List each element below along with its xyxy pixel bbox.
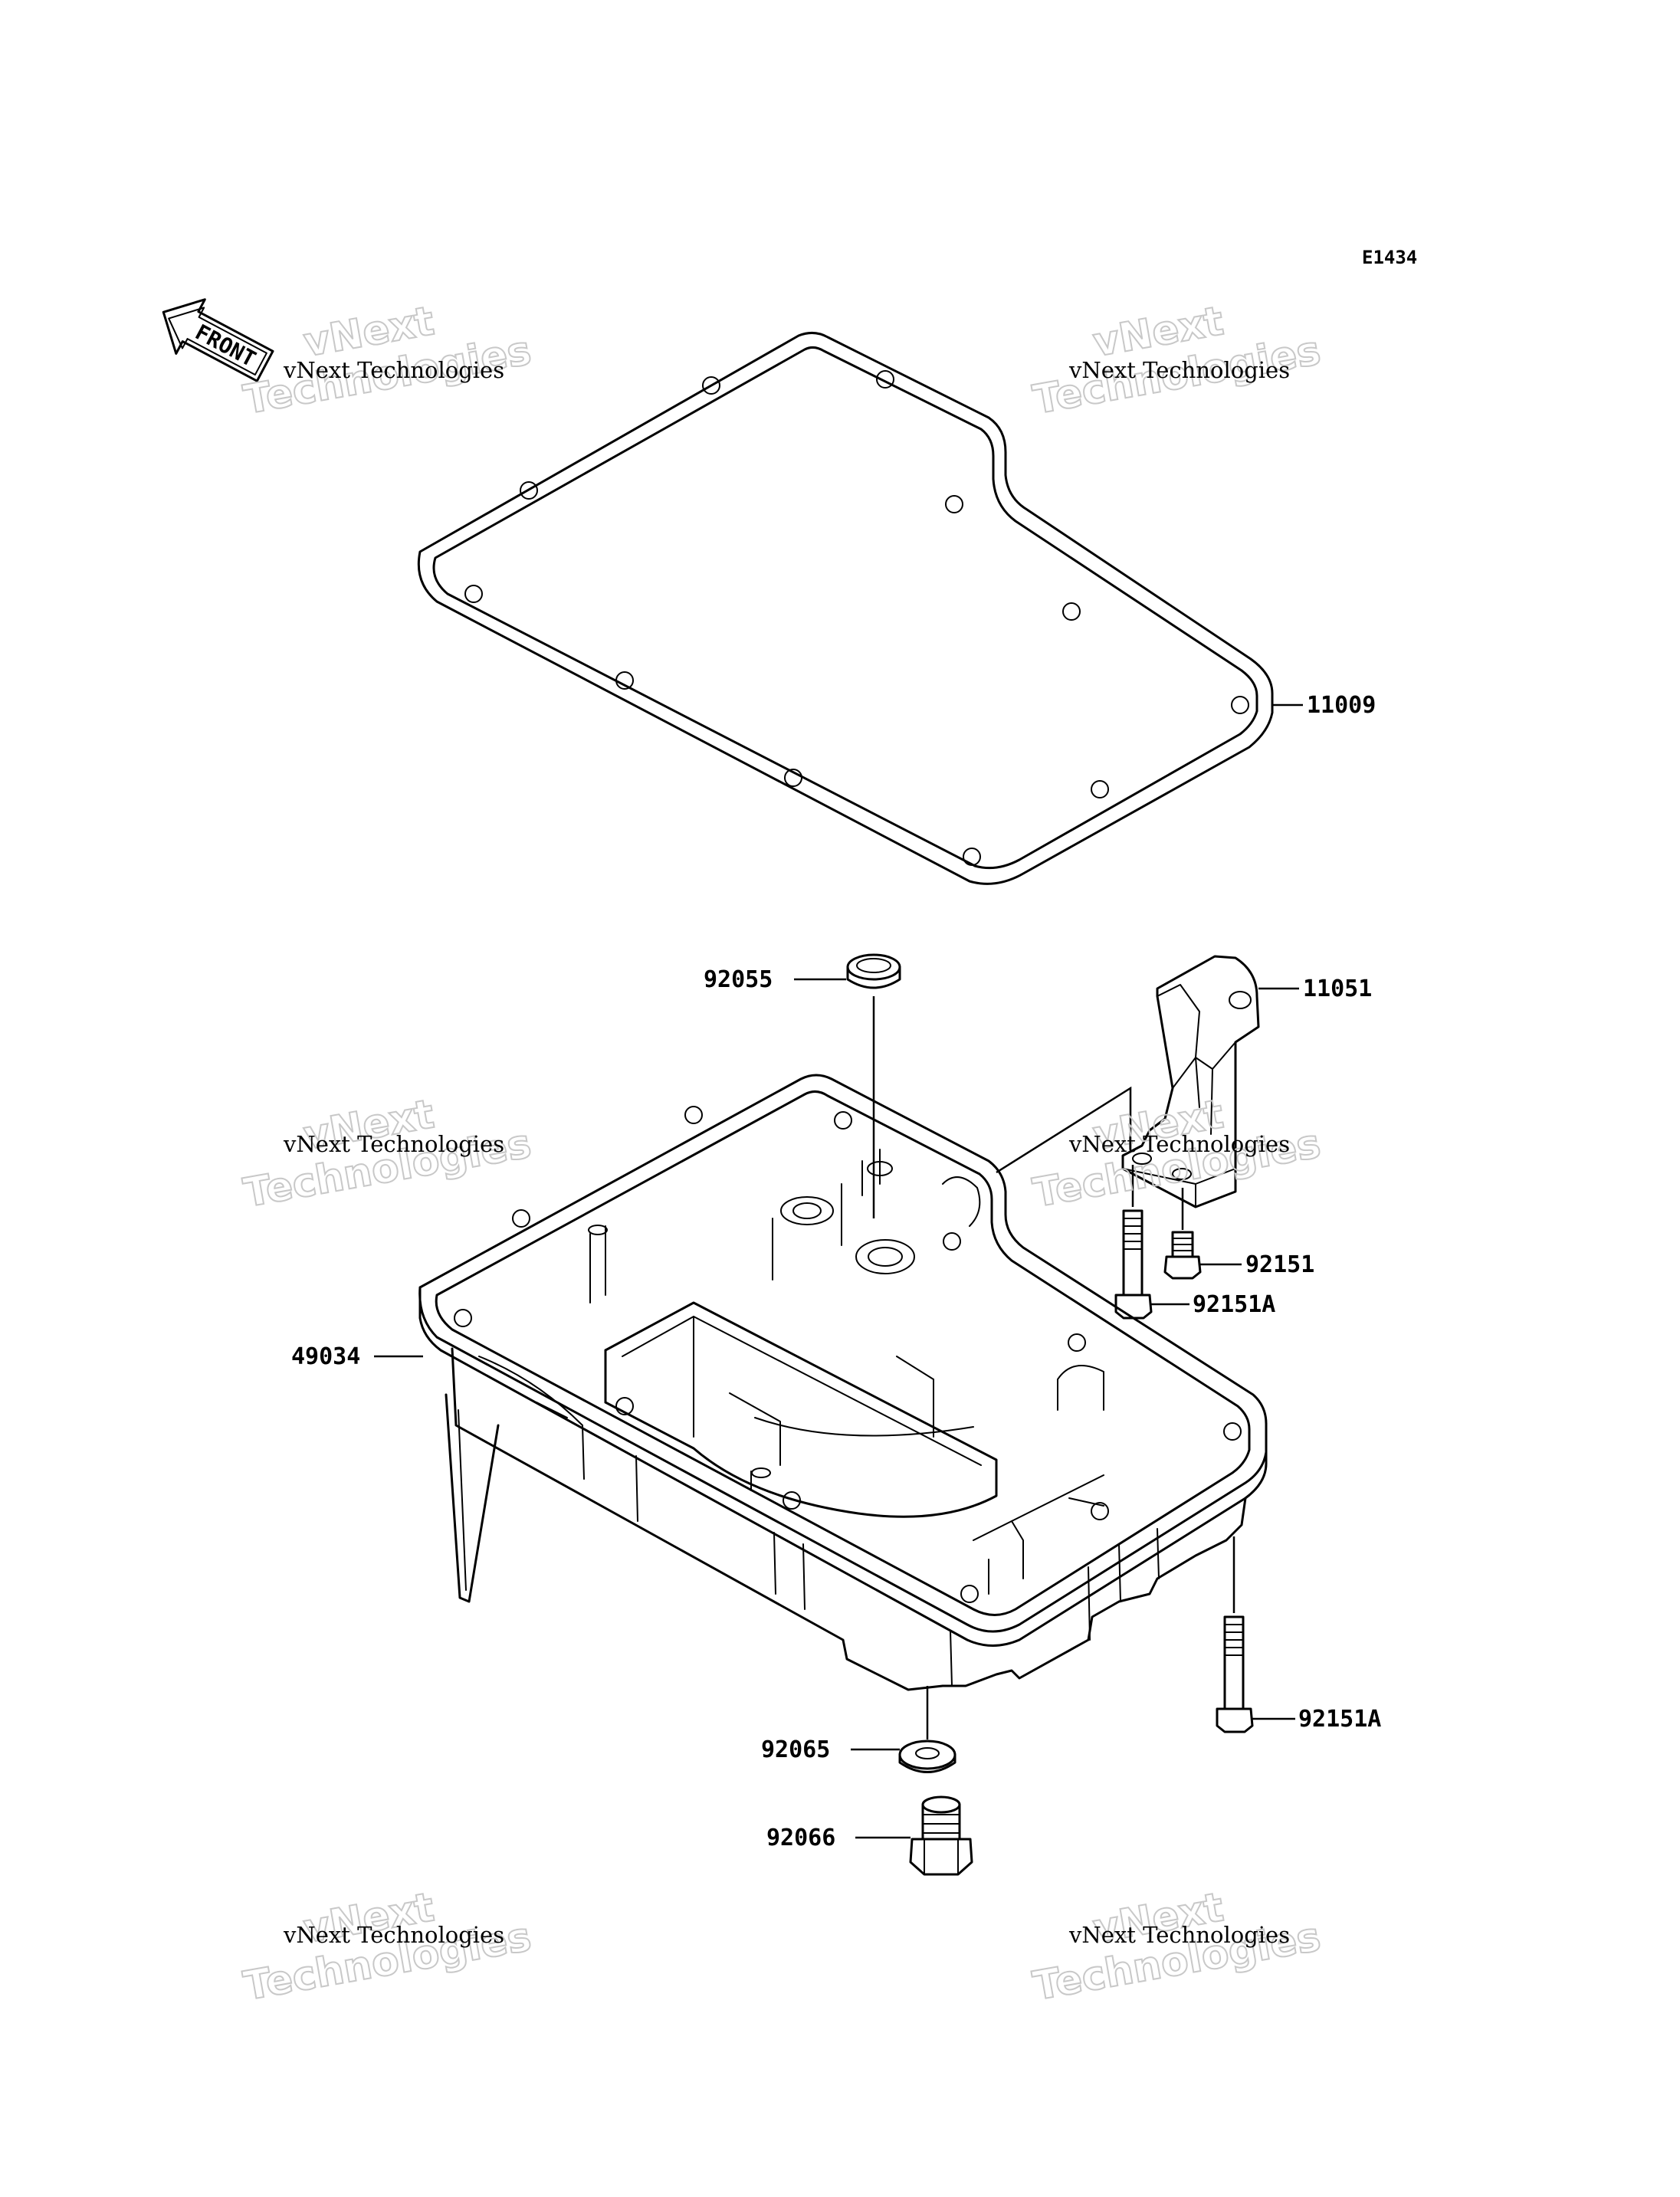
watermark-text-5a: vNext Technologies [283,1922,504,1948]
watermark-text-2a: vNext Technologies [1068,357,1290,383]
callout-92151A-lower: 92151A [1252,1706,1381,1733]
part-number-11009: 11009 [1307,692,1376,719]
part-number-92055: 92055 [704,966,773,993]
watermark-text-4a: vNext Technologies [1068,1131,1290,1157]
callout-49034: 49034 [291,1343,423,1370]
watermark-text-1a: vNext Technologies [283,357,504,383]
watermark-text-6a: vNext Technologies [1068,1922,1290,1948]
callout-11009: 11009 [1272,692,1376,719]
bolt-long-upper [1114,1165,1153,1320]
part-number-92151A-lower: 92151A [1298,1706,1381,1733]
callout-92151: 92151 [1200,1251,1314,1278]
drain-plug [909,1795,973,1876]
callout-92066: 92066 [766,1825,911,1851]
washer [898,1686,956,1773]
watermark-text-3a: vNext Technologies [283,1131,504,1157]
diagram-code: E1434 [1362,247,1417,268]
watermark-2: vNext Technologies [1029,297,1325,425]
bolt-long-lower [1216,1536,1254,1733]
oil-pan [418,1074,1268,1691]
part-number-92066: 92066 [766,1825,835,1851]
part-number-49034: 49034 [291,1343,360,1370]
part-number-92151: 92151 [1245,1251,1314,1278]
part-number-92151A-upper: 92151A [1193,1291,1275,1318]
watermark-1: vNext Technologies [240,297,536,425]
part-number-11051: 11051 [1303,976,1372,1002]
callout-92151A-upper: 92151A [1151,1291,1275,1318]
bracket [996,955,1260,1208]
callout-92065: 92065 [761,1736,900,1763]
o-ring [846,953,901,1218]
part-number-92065: 92065 [761,1736,830,1763]
callout-11051: 11051 [1258,976,1372,1002]
callout-92055: 92055 [704,966,846,993]
bolt-short [1163,1188,1202,1280]
oil-pan-gasket [417,332,1274,885]
